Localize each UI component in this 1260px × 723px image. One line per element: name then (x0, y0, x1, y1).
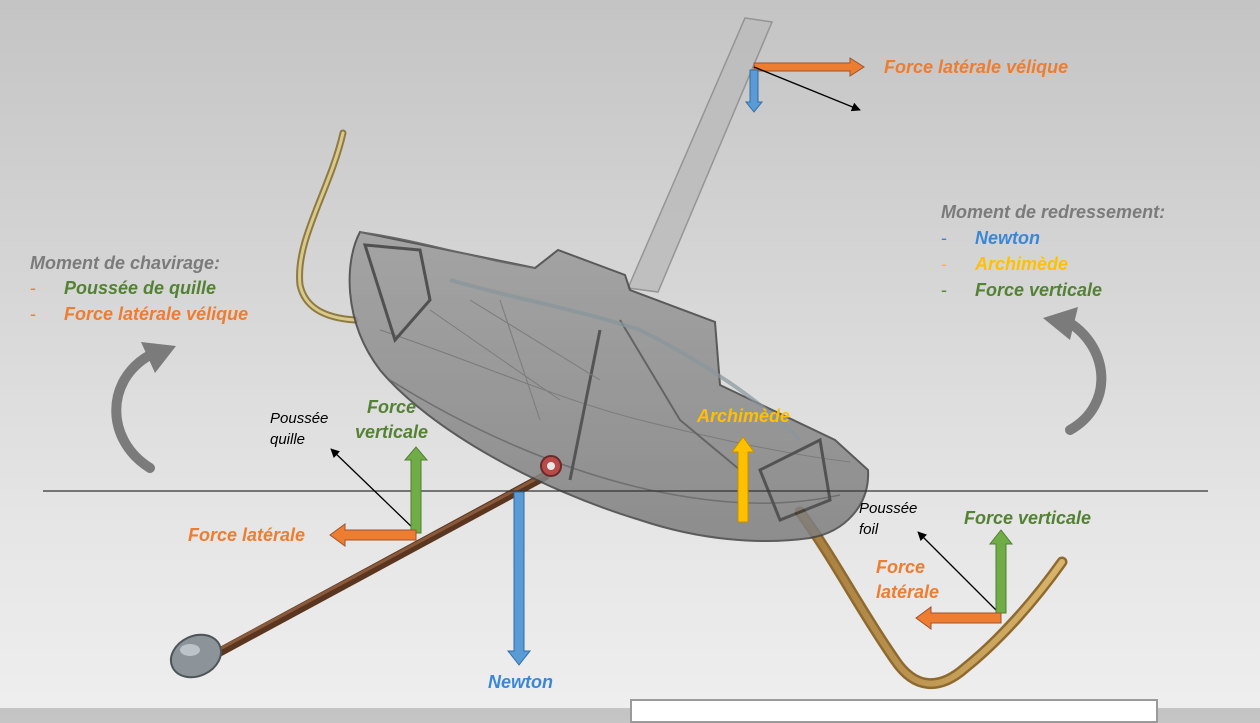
foil-lateral-force-arrow (915, 606, 1002, 630)
righting-moment-title: Moment de redressement: (941, 202, 1166, 222)
foil-vertical-force-arrow (988, 529, 1014, 614)
righting-item-newton: -Newton (941, 228, 1040, 248)
capsize-item-keel: -Poussée de quille (30, 278, 217, 298)
keel-strut (200, 471, 550, 665)
keel-vertical-force-arrow (403, 446, 429, 534)
sail-lateral-force-label: Force latérale vélique (884, 57, 1069, 77)
archimede-label: Archimède (697, 406, 791, 426)
newton-force-arrow (506, 491, 532, 666)
keel-vertical-force-label: Force verticale (355, 397, 429, 442)
righting-moment-list: -Newton -Archimède -Force verticale (941, 225, 1102, 303)
righting-item-archimede: -Archimède (941, 254, 1069, 274)
foil-thrust-arrow (917, 531, 999, 613)
sail-down-arrow (744, 69, 764, 113)
foil-thrust-label: Poussée foil (859, 500, 918, 538)
keel-thrust-label: Poussée quille (270, 410, 329, 448)
capsize-moment-arrow (111, 342, 176, 473)
hull (348, 230, 870, 542)
foil-vertical-force-label: Force verticale (964, 508, 1092, 528)
keel-lateral-force-arrow (329, 523, 417, 547)
keel-lateral-force-label: Force latérale (188, 525, 306, 545)
newton-label: Newton (488, 672, 553, 692)
keel-thrust-arrow (330, 448, 416, 531)
capsize-moment-title: Moment de chavirage: (30, 253, 221, 273)
righting-moment-arrow (1043, 307, 1107, 435)
sail-lateral-force-arrow (753, 57, 865, 77)
windward-foil (296, 129, 359, 324)
capsize-item-sail: -Force latérale vélique (30, 304, 249, 324)
sailboat-force-diagram (43, 17, 1208, 689)
caption-box (630, 699, 1158, 723)
mast (626, 17, 774, 293)
righting-item-vertical: -Force verticale (941, 280, 1103, 300)
foil-lateral-force-label: Force latérale (876, 557, 940, 602)
capsize-moment-list: -Poussée de quille -Force latérale véliq… (30, 275, 248, 327)
keel-bulb (169, 633, 223, 679)
archimede-force-arrow (731, 436, 755, 523)
sail-resultant-arrow (753, 66, 861, 112)
